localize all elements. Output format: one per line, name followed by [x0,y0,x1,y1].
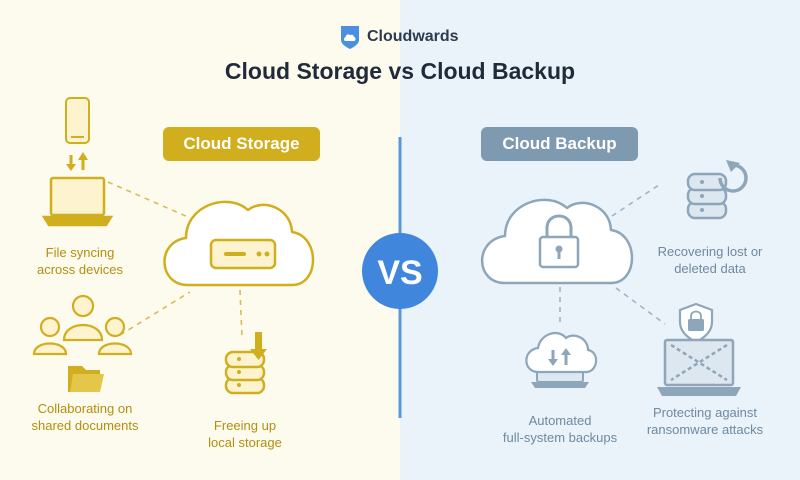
feature-file-syncing: File syncing across devices [37,245,123,277]
hard-drive-icon [209,238,277,270]
padlock-icon [538,214,580,269]
database-restore-icon [686,160,748,220]
feature-collaborating: Collaborating on shared documents [31,401,139,433]
feature-ransomware-protection: Protecting against ransomware attacks [646,405,764,437]
feature-recovering-data: Recovering lost or deleted data [657,244,763,276]
storage-connectors [107,181,243,339]
logo-cloud-icon [341,26,359,49]
folder-icon [68,366,104,392]
people-icon [32,294,133,356]
backup-cloud-icon [481,198,634,285]
backup-connectors [559,182,666,325]
phone-icon [65,97,90,144]
feature-freeing-storage: Freeing up local storage [208,418,282,450]
page-title: Cloud Storage vs Cloud Backup [224,58,576,84]
upload-download-cloud-icon [525,331,598,388]
shield-lock-icon [678,302,714,344]
cloud-storage-heading: Cloud Storage [163,127,320,161]
sync-arrows-icon [66,152,88,171]
storage-cloud-icon [163,200,315,287]
ransomware-laptop-icon [657,338,741,396]
feature-automated-backups: Automated full-system backups [502,413,618,445]
cloud-backup-heading: Cloud Backup [481,127,638,161]
laptop-icon [41,176,114,227]
brand-logo: Cloudwards [339,24,459,50]
brand-name: Cloudwards [367,28,459,45]
database-download-icon [224,332,267,395]
vs-circle [362,233,438,309]
vs-label: VS [377,254,422,292]
